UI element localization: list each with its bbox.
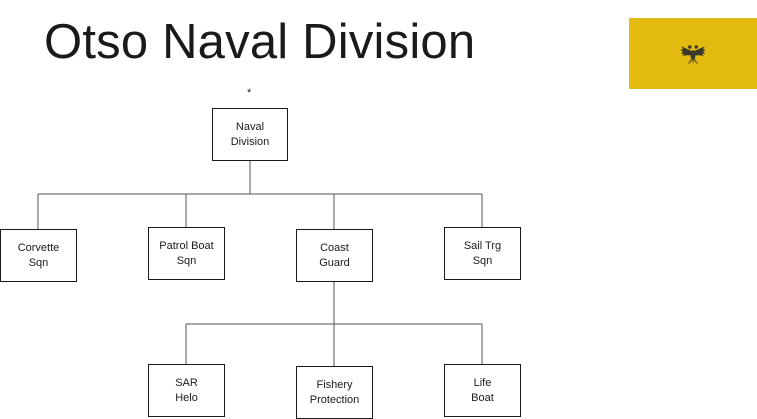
org-node-life-boat: Life Boat xyxy=(444,364,521,417)
org-node-naval-division: Naval Division xyxy=(212,108,288,161)
flag-graphic xyxy=(629,18,757,89)
org-node-sail-trg-sqn: Sail Trg Sqn xyxy=(444,227,521,280)
root-marker: * xyxy=(247,87,252,99)
flag xyxy=(629,18,757,89)
org-node-sar-helo: SAR Helo xyxy=(148,364,225,417)
org-node-coast-guard: Coast Guard xyxy=(296,229,373,282)
slide-title: Otso Naval Division xyxy=(44,15,476,69)
org-node-corvette-sqn: Corvette Sqn xyxy=(0,229,77,282)
org-node-fishery-protection: Fishery Protection xyxy=(296,366,373,419)
double-headed-eagle-icon xyxy=(680,45,706,64)
org-node-patrol-boat-sqn: Patrol Boat Sqn xyxy=(148,227,225,280)
